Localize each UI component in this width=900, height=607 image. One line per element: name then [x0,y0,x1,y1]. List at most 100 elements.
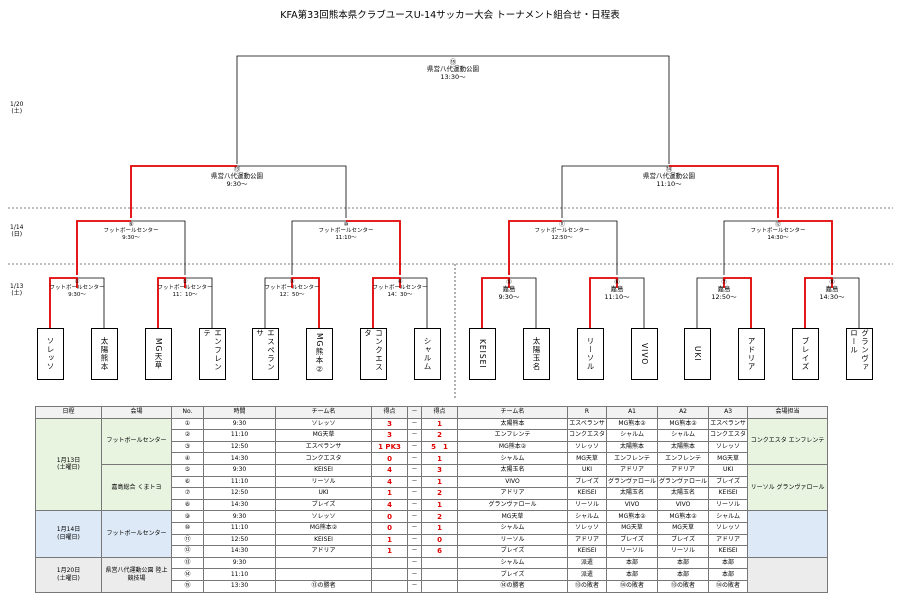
table-cell: リーソル [566,498,608,512]
column-header: － [407,406,422,419]
table-cell: MG天草 [566,452,608,465]
table-cell: MG天草 [657,521,710,535]
table-cell: KEISEI [566,545,608,558]
column-header: R [566,406,608,419]
score-cell: 6 [421,545,458,558]
duty-cell [747,510,829,558]
day-label-1-13: 1/13(土) [10,283,24,298]
table-cell: 9:30 [203,417,276,431]
table-cell: ⑮ [171,579,204,593]
team-box: UKI [684,328,711,380]
table-cell: ① [171,417,204,431]
score-cell: 2 [421,510,458,523]
table-cell: UKI [708,463,749,477]
table-cell: ⑥ [171,475,204,489]
team-box: グランヴァロール [846,328,873,380]
score-cell [371,556,408,570]
table-cell: 9:30 [203,510,276,523]
table-cell: 11:10 [203,568,276,581]
table-cell: エスペランサ [566,417,608,431]
table-cell: シャルム [457,556,568,570]
team-box: アドリア [738,328,765,380]
page-title: KFA第33回熊本県クラブユースU-14サッカー大会 トーナメント組合せ・日程表 [280,10,620,21]
table-cell: ⑬の敗者 [657,579,710,593]
table-cell: MG熊本② [657,417,710,431]
table-cell: － [407,533,422,547]
score-cell [421,556,458,570]
date-cell: 1月13日(土曜日) [35,417,102,512]
column-header: 得点 [371,406,408,419]
table-cell: ⑭の敗者 [606,579,659,593]
table-cell: 14:30 [203,545,276,558]
table-cell: ⑭の敗者 [708,579,749,593]
score-cell: 1 PK3 [371,440,408,454]
venue-cell: 嘉島総合 くまトヨ [101,463,172,512]
table-cell: KEISEI [708,487,749,500]
table-cell: コンクエスタ [566,429,608,442]
table-cell: － [407,579,422,593]
column-header: A3 [708,406,749,419]
table-cell: MG熊本② [657,510,710,523]
table-cell: ⑪ [171,533,204,547]
score-cell: 3 [371,417,408,431]
table-cell: － [407,440,422,454]
score-cell: 1 [421,475,458,489]
dow-text: (土曜日) [57,464,80,472]
table-cell: 太陽玉名 [606,487,659,500]
table-cell: ソレッソ [566,521,608,535]
table-cell: UKI [275,487,372,500]
table-cell: リーソル [606,545,659,558]
table-cell: ⑬の敗者 [566,579,608,593]
score-cell: 1 [421,452,458,465]
table-cell: アドリア [566,533,608,547]
score-cell: 2 [421,487,458,500]
table-cell: シャルム [606,429,659,442]
score-cell: 0 [371,521,408,535]
table-cell [275,568,372,581]
score-cell: 2 [421,429,458,442]
table-cell: エンフレンテ [606,452,659,465]
score-cell [371,579,408,593]
date-text: 1月20日 [56,566,81,574]
column-header: 会場担当 [747,406,829,419]
table-cell: 太陽熊本 [606,440,659,454]
score-cell: 1 [371,487,408,500]
column-header: A1 [606,406,659,419]
dow-text: (土曜日) [57,574,80,582]
table-cell: コンクエスタ [275,452,372,465]
table-cell: シャルム [457,521,568,535]
score-cell [421,579,458,593]
table-cell: ⑭の勝者 [457,579,568,593]
day-label-1-20: 1/20(土) [10,101,24,116]
table-cell: ⑬の勝者 [275,579,372,593]
table-cell: アドリア [708,533,749,547]
table-cell: ブレイズ [657,533,710,547]
table-cell: ブレイズ [606,533,659,547]
table-cell: 12:50 [203,487,276,500]
date-cell: 1月14日(日曜日) [35,510,102,558]
score-cell: 0 [371,452,408,465]
score-cell [421,568,458,581]
table-cell: エンフレンテ [457,429,568,442]
team-box: ソレッソ [37,328,64,380]
table-cell: グランヴァロール [457,498,568,512]
table-cell: VIVO [657,498,710,512]
table-cell: 本部 [606,568,659,581]
day-label-1-14: 1/14(日) [10,224,24,239]
score-cell: 0 [371,510,408,523]
table-cell: 太陽熊本 [657,440,710,454]
venue-cell: 県営八代運動公園 陸上競技場 [101,556,172,593]
table-cell: グランヴァロール [657,475,710,489]
table-cell: ソレッソ [708,440,749,454]
dow-text: (日曜日) [57,534,80,542]
table-cell: シャルム [457,452,568,465]
table-cell: － [407,498,422,512]
table-cell: ブレイズ [708,475,749,489]
